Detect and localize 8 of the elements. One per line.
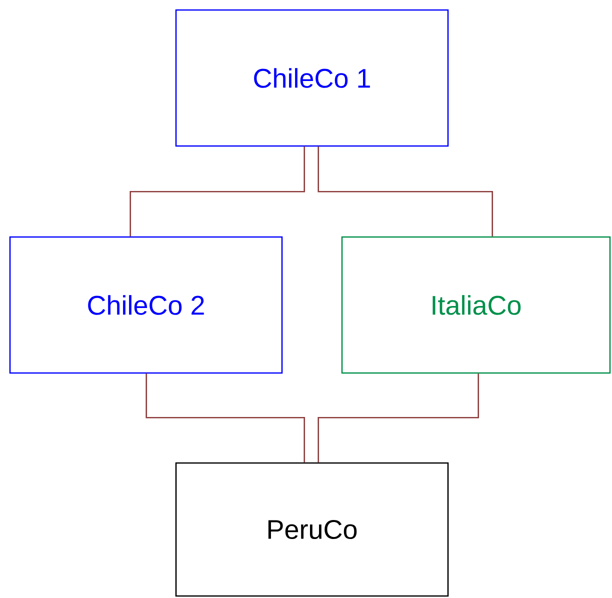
company-box: ItaliaCo <box>341 236 611 374</box>
connector-line <box>146 374 305 462</box>
connector-line <box>318 374 479 462</box>
company-box: PeruCo <box>175 462 449 597</box>
company-box: ChileCo 1 <box>175 9 449 147</box>
company-box: ChileCo 2 <box>9 236 283 374</box>
connector-line <box>318 146 493 236</box>
connector-line <box>130 146 305 236</box>
